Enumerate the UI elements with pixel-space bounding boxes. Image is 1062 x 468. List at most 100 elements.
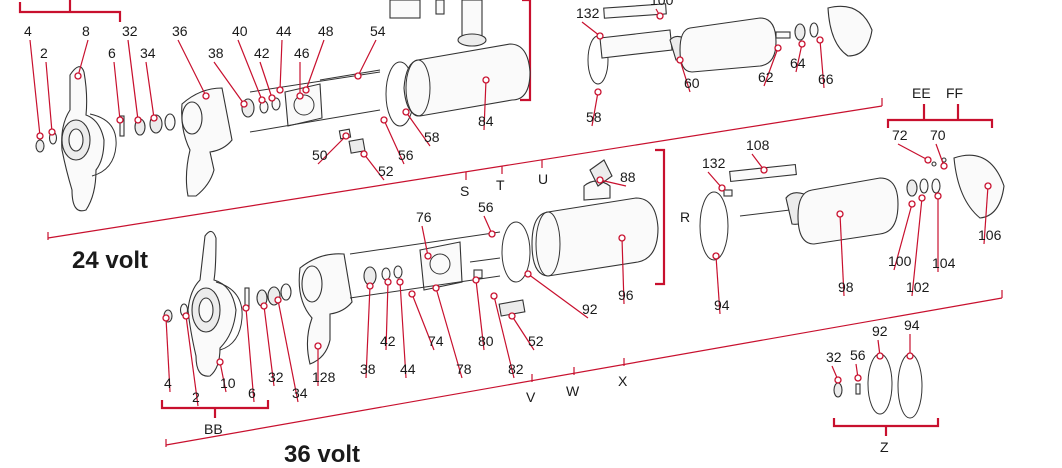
group-S: S (460, 183, 469, 199)
v24-callout-dot-20 (656, 12, 664, 20)
v36-callout-label-11: 100 (888, 253, 912, 269)
v36-callout-label-14: 106 (978, 227, 1002, 243)
v36-callout-dot-31 (906, 352, 914, 360)
pin-24v (119, 115, 125, 137)
v36-leader-19 (263, 305, 275, 387)
v36-leader-16 (185, 315, 199, 407)
title-36-volt: 36 volt (284, 441, 360, 468)
v24-leader-5 (145, 61, 155, 119)
v36-callout-dot-11 (908, 200, 916, 208)
v36-callout-label-2: 88 (620, 169, 636, 185)
group-U: U (538, 171, 548, 187)
v36-callout-dot-20 (274, 296, 282, 304)
v24-leader-23 (795, 43, 803, 73)
v24-callout-dot-4 (134, 116, 142, 124)
v36-callout-label-4: 108 (746, 137, 770, 153)
v36-callout-dot-24 (396, 278, 404, 286)
v24-callout-label-21: 60 (684, 75, 700, 91)
v36-leader-24 (399, 281, 407, 379)
v24-callout-dot-1 (74, 72, 82, 80)
v36-leader-2 (599, 179, 627, 187)
v24-leader-22 (763, 47, 779, 87)
v36-callout-label-13: 104 (932, 255, 956, 271)
v36-leader-7 (527, 273, 589, 319)
v24-callout-dot-15 (380, 116, 388, 124)
v36-callout-label-31: 94 (904, 317, 920, 333)
v24-leader-18 (483, 79, 487, 131)
v24-leader-13 (357, 39, 377, 77)
v24-callout-label-2: 2 (40, 45, 48, 61)
v36-callout-dot-16 (182, 312, 190, 320)
v36-leader-17 (219, 361, 227, 393)
v24-callout-label-12: 48 (318, 23, 334, 39)
v24-leader-6 (177, 39, 207, 97)
v24-leader-8 (237, 39, 263, 101)
v36-leader-14 (983, 185, 989, 245)
v24-callout-dot-17 (402, 108, 410, 116)
v24-callout-dot-10 (276, 86, 284, 94)
oring-z-94 (897, 353, 923, 419)
v24-callout-dot-12 (302, 86, 310, 94)
v24-leader-16 (363, 153, 385, 181)
v36-callout-dot-18 (242, 304, 250, 312)
v36-callout-label-25: 74 (428, 333, 444, 349)
group-Z: Z (880, 439, 889, 455)
v36-callout-dot-23 (384, 278, 392, 286)
bracket-EE-FF (886, 118, 994, 128)
v24-leader-21 (679, 59, 691, 93)
oring-36v (501, 221, 531, 283)
v24-leader-7 (213, 61, 245, 105)
v24-leader-10 (279, 39, 283, 91)
v24-leader-14 (317, 135, 347, 165)
assembly-24v-upper-right (587, 3, 873, 85)
v24-leader-17 (405, 111, 431, 147)
v24-callout-dot-21 (676, 56, 684, 64)
v24-callout-label-3: 6 (108, 45, 116, 61)
v36-callout-dot-17 (216, 358, 224, 366)
end-cap-upper (827, 5, 873, 57)
v36-callout-label-33: 56 (850, 347, 866, 363)
group-letters: EE FF S T U R V W X BB Z (204, 85, 963, 455)
group-EE: EE (912, 85, 931, 101)
v24-callout-label-0: 4 (24, 23, 32, 39)
v36-callout-label-20: 34 (292, 385, 308, 401)
group-BB: BB (204, 421, 223, 437)
v24-callout-label-24: 66 (818, 71, 834, 87)
assembly-24v (35, 0, 531, 212)
v36-callout-label-8: 96 (618, 287, 634, 303)
v24-callout-dot-22 (774, 44, 782, 52)
motor-housing-36v (531, 197, 659, 277)
v36-callout-label-17: 10 (220, 375, 236, 391)
v24-callout-label-9: 42 (254, 45, 270, 61)
v36-callout-label-24: 44 (400, 361, 416, 377)
v24-callout-label-19: 132 (576, 5, 600, 21)
v36-callout-dot-10 (836, 210, 844, 218)
group-brackets (18, 0, 1003, 447)
v36-leader-23 (385, 281, 389, 351)
v24-leader-0 (29, 39, 41, 137)
armature-upper (679, 17, 777, 73)
v24-callout-dot-23 (798, 40, 806, 48)
v24-callout-dot-19 (596, 32, 604, 40)
v24-leader-19 (581, 21, 601, 37)
v24-leader-4 (127, 39, 139, 121)
v36-callout-label-12: 102 (906, 279, 930, 295)
v36-callout-label-29: 52 (528, 333, 544, 349)
v36-callout-dot-26 (432, 284, 440, 292)
v36-leader-10 (839, 213, 845, 297)
oring-94 (699, 191, 729, 261)
v36-leader-12 (911, 197, 923, 297)
v36-callout-dot-27 (472, 276, 480, 284)
v36-callout-dot-32 (834, 376, 842, 384)
v36-callout-dot-3 (718, 184, 726, 192)
v24-callout-dot-16 (360, 150, 368, 158)
v36-leader-5 (897, 143, 929, 161)
v36-callout-label-19: 32 (268, 369, 284, 385)
v36-callout-dot-33 (854, 374, 862, 382)
v36-leader-22 (365, 285, 371, 379)
v24-callout-label-15: 56 (398, 147, 414, 163)
v36-callout-label-32: 32 (826, 349, 842, 365)
v24-leader-1 (77, 39, 89, 77)
v24-callout-dot-18 (482, 76, 490, 84)
